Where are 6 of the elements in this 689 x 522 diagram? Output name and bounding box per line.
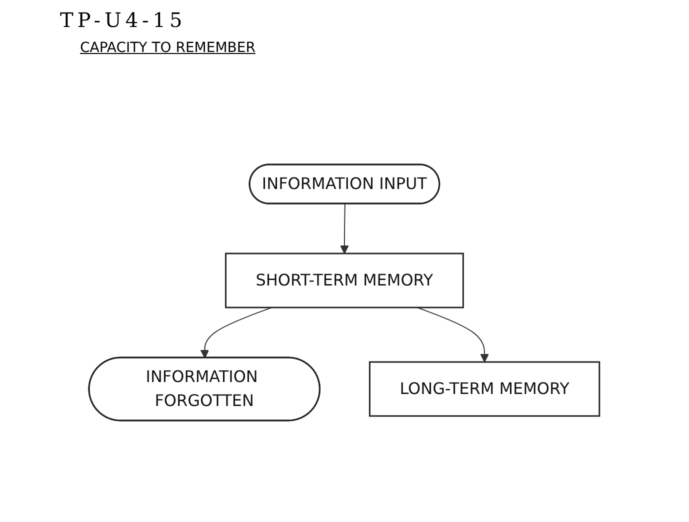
arrow xyxy=(417,307,490,362)
node-box: LONG-TERM MEMORY xyxy=(369,361,600,417)
arrow xyxy=(340,204,350,254)
node-box: SHORT-TERM MEMORY xyxy=(225,252,464,308)
document-code: TP-U4-15 xyxy=(60,8,186,32)
diagram-title: CAPACITY TO REMEMBER xyxy=(80,40,256,56)
